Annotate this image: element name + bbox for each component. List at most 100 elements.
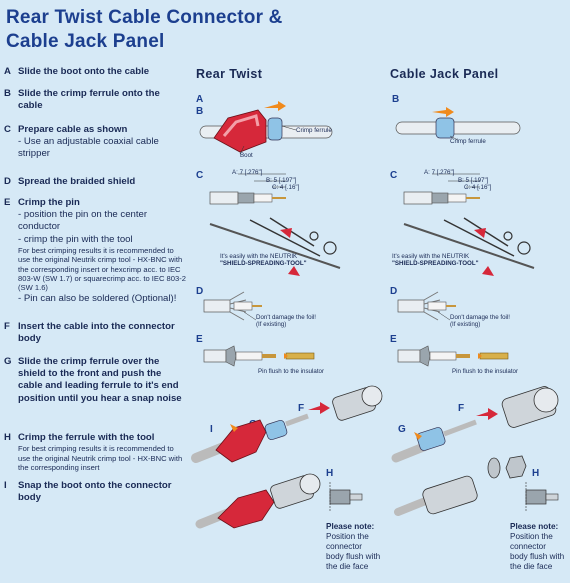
figure-c-panel-stripped-cable [403, 173, 480, 205]
washer-shape [487, 457, 501, 479]
figure-letter-e-panel: E [390, 334, 397, 345]
panel-jack-shape [422, 475, 478, 515]
arrow-red-shape [308, 402, 330, 414]
leader-line [449, 135, 459, 141]
tool-arm-shape [443, 219, 515, 257]
step-letter: H [4, 432, 11, 443]
step-letter: D [4, 176, 11, 187]
figure-letter-f: F [298, 403, 305, 414]
connector-front-shape [361, 385, 383, 407]
figure-letter-h-panel: H [532, 468, 540, 479]
caption-dim-b: B: 5 [.197"] [266, 177, 297, 184]
jacket-shape [397, 349, 421, 363]
step-subtext: - Pin can also be soldered (Optional)! [18, 292, 177, 304]
step-text: Insert the cable into the connector body [18, 321, 175, 345]
step-text: Slide the crimp ferrule onto the cable [18, 88, 160, 112]
step-text: Snap the boot onto the connector body [18, 480, 172, 504]
figure-letter-c: C [196, 170, 204, 181]
conductor-shape [446, 305, 456, 307]
figure-letter-c-panel: C [390, 170, 398, 181]
step-text: Crimp the ferrule with the tool [18, 432, 155, 443]
cable-shape [394, 496, 432, 516]
step-g: G Slide the crimp ferrule over the shiel… [4, 356, 186, 405]
caption-pin-flush-panel: Pin flush to the insulator [452, 368, 519, 375]
caption-dim-a-panel: A: 7 [.276"] [424, 169, 455, 176]
step-e: E Crimp the pin - position the pin on th… [4, 197, 186, 305]
caption-dont-damage: Don't damage the foil! (If existing) [256, 314, 316, 328]
ferrule-shape [267, 117, 283, 141]
arrow-red-shape [288, 266, 300, 276]
step-text: Prepare cable as shown [18, 124, 128, 135]
step-text: Crimp the pin [18, 197, 80, 208]
step-letter: G [4, 356, 12, 367]
insulator-shape [429, 351, 457, 361]
note-rear-twist: Please note: Position the connector body… [326, 522, 381, 571]
caption-dim-b-panel: B: 5 [.197"] [458, 177, 489, 184]
pin-shape [479, 352, 509, 360]
conductor-shape [262, 354, 276, 358]
tool-arm-shape [269, 217, 315, 247]
boot-shape [215, 419, 267, 463]
figure-letter-h-bottom: H [326, 468, 334, 479]
arrow-red-shape [482, 266, 494, 276]
cable-shape [403, 223, 535, 269]
figure-c-stripped-cable [209, 173, 286, 205]
caption-crimp-ferrule-panel: Crimp ferrule [450, 138, 486, 145]
braid-shape [431, 192, 449, 204]
step-letter: I [4, 480, 7, 491]
step-d: D Spread the braided shield [4, 176, 186, 188]
tool-ring-shape [517, 241, 531, 255]
step-note: For best crimping results it is recommen… [18, 245, 186, 293]
ferrule-shape [416, 427, 446, 451]
step-i: I Snap the boot onto the connector body [4, 480, 186, 504]
caption-tool: It's easily with the NEUTRIK "SHIELD-SPR… [220, 253, 307, 267]
leader-line [239, 145, 245, 155]
figure-fg-panel-assembly [391, 386, 559, 463]
step-letter: C [4, 124, 11, 135]
figure-letter-g-panel: G [398, 424, 406, 435]
step-subtext: - crimp the pin with the tool [18, 233, 133, 245]
caption-dim-a: A: 7 [.276"] [232, 169, 263, 176]
conductor-shape [466, 197, 480, 199]
arrow-orange-shape [432, 107, 454, 117]
caption-pin-flush: Pin flush to the insulator [258, 368, 325, 375]
boot-shape [213, 109, 267, 153]
ferrule-shape [435, 117, 455, 139]
step-note: For best crimping results it is recommen… [18, 444, 183, 473]
step-letter: B [4, 88, 11, 99]
figure-letter-b: B [196, 106, 204, 117]
figure-fgi-rear-twist-assembly [191, 385, 383, 463]
step-subtext: - position the pin on the center conduct… [18, 209, 148, 233]
die-shape [329, 489, 351, 505]
boot-highlight-shape [222, 114, 260, 137]
arrow-orange-shape [230, 424, 238, 432]
braid-shape [237, 192, 255, 204]
step-text: Slide the crimp ferrule over the shield … [18, 356, 182, 404]
conductor-shape [272, 197, 286, 199]
figure-h-panel-crimp-die [525, 482, 559, 512]
arrow-orange-shape [472, 353, 482, 359]
panel-jack-front-shape [533, 387, 559, 413]
figure-letter-d-panel: D [390, 286, 398, 297]
figure-i-rear-twist-final [195, 473, 321, 529]
arrow-red-shape [280, 228, 292, 238]
arrow-red-shape [474, 228, 486, 238]
jacket-shape [403, 191, 433, 205]
figure-letter-e: E [196, 334, 203, 345]
step-h: H Crimp the ferrule with the tool For be… [4, 432, 186, 472]
jacket-shape [209, 191, 239, 205]
pin-shape [285, 352, 315, 360]
cable-shape [443, 419, 477, 437]
step-a: A Slide the boot onto the cable [4, 66, 186, 78]
figure-letter-a: A [196, 94, 204, 105]
tool-ring-shape [309, 231, 319, 241]
figure-d-panel-spread-shield [397, 291, 456, 321]
braid-shape [225, 345, 237, 367]
insulator-shape [253, 193, 273, 203]
cable-shape [285, 413, 309, 427]
tool-ring-shape [503, 231, 513, 241]
insulator-shape [233, 301, 253, 311]
caption-tool-panel: It's easily with the NEUTRIK "SHIELD-SPR… [392, 253, 479, 267]
jacket-shape [203, 299, 231, 313]
step-c: C Prepare cable as shown - Use an adjust… [4, 124, 186, 161]
